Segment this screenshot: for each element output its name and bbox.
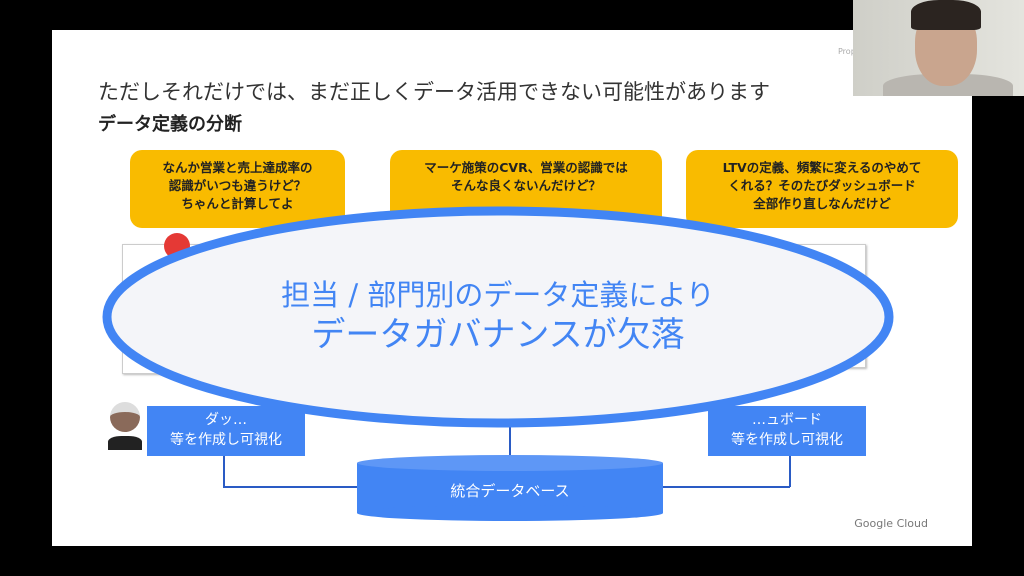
connector-line: [223, 486, 359, 488]
overlay-ellipse: [102, 206, 894, 428]
webcam-video-feed: [853, 0, 1024, 96]
presentation-slide: ただしそれだけでは、まだ正しくデータ活用できない可能性があります データ定義の分…: [52, 30, 972, 546]
connector-line: [223, 456, 225, 487]
overlay-message: 担当 / 部門別のデータ定義により データガバナンスが欠落: [281, 278, 715, 355]
dashboard-label-right: …ュボード等を作成し可視化: [708, 406, 866, 456]
speech-bubble-sales: なんか営業と売上達成率の認識がいつも違うけど？ちゃんと計算してよ: [130, 150, 345, 228]
connector-line: [662, 486, 790, 488]
person-avatar-icon: [108, 402, 142, 454]
slide-subtitle: データ定義の分断: [98, 114, 242, 135]
slide-title: ただしそれだけでは、まだ正しくデータ活用できない可能性があります: [98, 80, 770, 104]
database-cylinder-icon: [357, 455, 663, 521]
connector-line: [789, 456, 791, 487]
google-cloud-logo: Google Cloud: [854, 517, 928, 530]
speech-bubble-ltv: LTVの定義、頻繁に変えるのやめてくれる？そのたびダッシュボード全部作り直しなん…: [686, 150, 958, 228]
dashboard-label-left: ダッ…等を作成し可視化: [147, 406, 305, 456]
proprietary-label: Prop: [838, 47, 856, 56]
database-label: 統合データベース: [450, 482, 570, 500]
connector-line: [509, 425, 511, 457]
